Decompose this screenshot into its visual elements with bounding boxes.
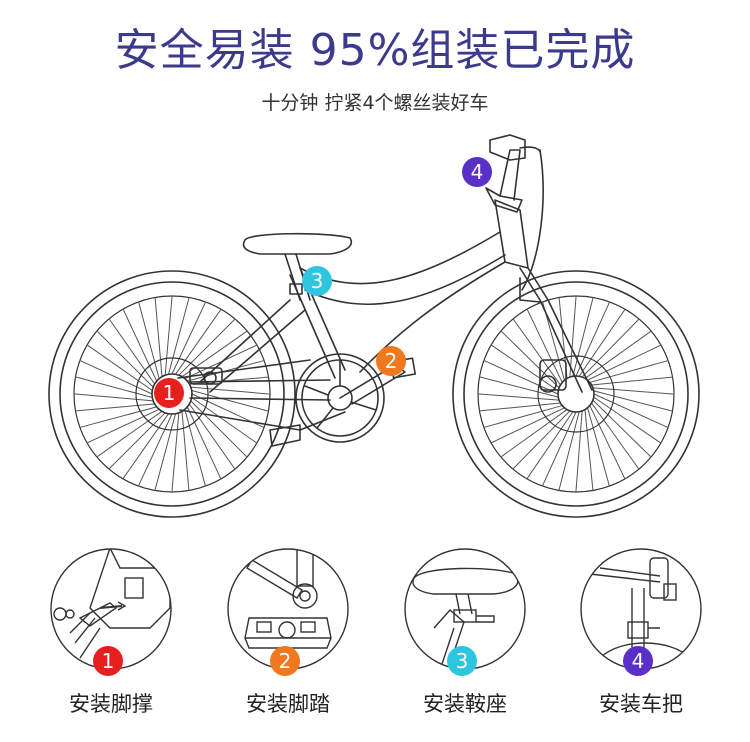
detail-badge-1: 1 <box>93 646 123 676</box>
step-badge-1: 1 <box>154 378 184 408</box>
spoke <box>483 405 563 428</box>
caption-handlebar: 安装车把 <box>599 692 683 716</box>
spoke <box>558 411 580 491</box>
front-wheel <box>452 270 700 518</box>
spoke <box>526 308 563 383</box>
spoke <box>578 308 626 377</box>
kickstand-illustration <box>50 548 172 670</box>
spoke <box>512 318 561 386</box>
spoke <box>184 408 206 487</box>
fork-and-handlebar <box>485 134 593 393</box>
spoke <box>191 396 258 444</box>
spoke <box>581 318 640 378</box>
bike-seat <box>242 232 352 301</box>
spoke <box>168 297 190 375</box>
spoke <box>137 413 173 487</box>
spoke <box>572 297 594 377</box>
spoke <box>589 360 669 383</box>
spoke <box>591 376 674 386</box>
spoke <box>154 413 176 491</box>
spoke <box>190 400 248 458</box>
caption-kickstand: 安装脚撑 <box>69 692 153 716</box>
spoke <box>73 393 154 402</box>
step-badge-3: 3 <box>302 266 332 296</box>
spoke <box>500 330 560 389</box>
spoke <box>479 376 559 398</box>
spoke <box>188 376 270 385</box>
spoke <box>181 410 190 492</box>
spoke <box>154 296 163 378</box>
spoke <box>164 295 173 376</box>
spoke <box>96 410 163 458</box>
spoke <box>171 412 180 493</box>
detail-kickstand: 1 <box>50 548 172 676</box>
spoke <box>592 387 675 395</box>
spoke <box>490 407 565 444</box>
spoke <box>575 410 583 493</box>
rear-hub-parts <box>189 367 223 385</box>
detail-badge-3: 3 <box>447 646 477 676</box>
detail-badge-2: 2 <box>270 646 300 676</box>
spoke <box>138 301 160 380</box>
caption-seat: 安装鞍座 <box>423 692 507 716</box>
spoke <box>96 330 154 388</box>
spoke <box>541 411 577 487</box>
bicycle-illustration <box>48 134 700 518</box>
detail-handlebar: 4 <box>580 548 702 676</box>
spoke <box>591 402 640 470</box>
spoke <box>593 390 673 412</box>
spoke <box>190 386 271 395</box>
spoke <box>79 406 158 428</box>
detail-pedal: 2 <box>227 548 349 676</box>
spoke <box>184 344 258 380</box>
spoke <box>478 402 561 412</box>
spoke <box>477 393 560 401</box>
spoke <box>171 301 207 375</box>
spoke <box>108 412 166 470</box>
spoke <box>122 308 158 382</box>
spoke <box>74 403 156 412</box>
rear-wheel <box>48 270 296 518</box>
spoke <box>186 406 222 480</box>
spoke <box>592 399 652 458</box>
spoke <box>587 344 662 381</box>
spoke <box>569 295 577 378</box>
spoke <box>483 359 559 395</box>
caption-pedal: 安装脚踏 <box>246 692 330 716</box>
spoke <box>181 330 248 378</box>
spoke <box>575 301 611 377</box>
step-badge-4: 4 <box>462 157 492 187</box>
spoke <box>178 318 236 376</box>
spoke <box>584 330 652 379</box>
spoke <box>500 409 568 458</box>
spoke <box>79 359 153 395</box>
spoke <box>587 407 610 487</box>
page-subtitle: 十分钟 拧紧4个螺丝装好车 <box>261 92 489 114</box>
spoke <box>188 403 236 470</box>
spoke <box>512 410 571 470</box>
spoke <box>490 344 559 392</box>
spoke <box>122 413 170 480</box>
spoke <box>526 411 574 480</box>
detail-seat: 3 <box>404 548 526 676</box>
spoke <box>108 318 156 385</box>
step-badge-2: 2 <box>376 346 406 376</box>
detail-badge-4: 4 <box>623 646 653 676</box>
spoke <box>191 390 269 412</box>
spoke <box>593 396 662 444</box>
spoke <box>86 408 160 444</box>
spoke <box>174 308 222 375</box>
spoke <box>584 409 594 492</box>
spoke <box>593 393 669 429</box>
spoke <box>589 405 626 480</box>
spoke <box>86 344 153 392</box>
spoke <box>75 376 153 398</box>
page-title: 安全易装 95%组装已完成 <box>114 25 636 76</box>
